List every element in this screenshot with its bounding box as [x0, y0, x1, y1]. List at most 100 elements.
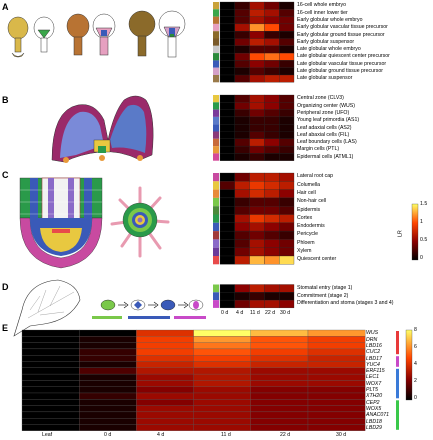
row-label: Epidermal cells (ATML1) — [297, 153, 354, 160]
heatmap-cell — [219, 131, 235, 139]
heatmap-cell — [307, 348, 366, 356]
heatmap-cell — [234, 299, 250, 309]
heatmap-cell — [136, 329, 194, 337]
heatmap-cell — [136, 336, 194, 343]
row-label: Late globular suspensor — [297, 75, 353, 82]
heatmap-cell — [250, 418, 309, 425]
heatmap-cell — [250, 329, 309, 337]
row-label: Young leaf primordia (AS1) — [297, 117, 360, 124]
heatmap-cell — [264, 206, 280, 215]
row-label: Early globular vascular tissue precursor — [297, 24, 388, 31]
heatmap-cell — [279, 197, 295, 207]
heatmap-cell — [136, 367, 194, 375]
embryo-inner-tier-icon — [33, 16, 55, 53]
heatmap-cell — [21, 411, 80, 419]
heatmap-cell — [21, 355, 80, 362]
heatmap-cell — [249, 116, 265, 125]
heatmap-cell — [79, 355, 137, 362]
heatmap-cell — [250, 380, 309, 387]
row-color-swatch — [213, 45, 219, 54]
heatmap-cell — [79, 392, 137, 400]
row-color-swatch — [213, 95, 219, 103]
gene-label: XTH20 — [366, 393, 383, 400]
heatmap-cell — [136, 399, 194, 406]
heatmap-cell — [279, 9, 295, 17]
heatmap-cell — [264, 284, 280, 293]
heatmap-cell — [264, 230, 280, 240]
gene-label: ERF115 — [366, 368, 385, 375]
row-color-swatch — [213, 239, 219, 248]
heatmap-cell — [234, 94, 250, 103]
row-color-swatch — [213, 284, 219, 293]
heatmap-cell — [264, 1, 280, 10]
row-label: Differentiation and stoma (stages 3 and … — [297, 300, 394, 307]
panel-label-e: E — [2, 323, 9, 333]
heatmap-cell — [307, 367, 366, 375]
row-label: Late globular vascular tissue precursor — [297, 60, 387, 67]
heatmap-cell — [234, 206, 250, 215]
heatmap-cell — [250, 336, 309, 343]
heatmap-cell — [279, 292, 295, 301]
gene-group-bar — [396, 368, 399, 399]
heatmap-cell — [249, 16, 265, 25]
heatmap-cell — [249, 23, 265, 32]
heatmap-cell — [21, 367, 80, 375]
heatmap-cell — [219, 239, 235, 248]
heatmap-cell — [264, 116, 280, 125]
heatmap-cell — [79, 411, 137, 419]
heatmap-cell — [264, 222, 280, 232]
row-color-swatch — [213, 231, 219, 240]
embryo-early-globular-icon — [66, 13, 90, 56]
heatmap-cell — [79, 348, 137, 356]
heatmap-cell — [250, 373, 309, 381]
heatmap-cell — [307, 380, 366, 387]
heatmap-cell — [250, 367, 309, 375]
heatmap-cell — [79, 361, 137, 368]
heatmap-cell — [219, 60, 235, 68]
heatmap-cell — [219, 214, 235, 223]
row-label: Leaf abaxial cells (FIL) — [297, 131, 350, 138]
heatmap-cell — [307, 399, 366, 406]
heatmap-cell — [264, 138, 280, 147]
row-color-swatch — [213, 189, 219, 198]
heatmap-cell — [279, 67, 295, 76]
heatmap-cell — [249, 74, 265, 83]
row-label: Late globular whole embryo — [297, 46, 361, 53]
heatmap-cell — [264, 214, 280, 223]
gene-label: LBD29 — [366, 424, 382, 431]
heatmap-cell — [79, 424, 137, 431]
row-label: Central zone (CLV3) — [297, 95, 344, 102]
heatmap-cell — [219, 124, 235, 132]
gene-label: LBD16 — [366, 342, 382, 349]
heatmap-cell — [264, 247, 280, 257]
heatmap-cell — [249, 284, 265, 293]
heatmap-cell — [264, 299, 280, 309]
heatmap-cell — [136, 348, 194, 356]
panel-label-c: C — [2, 170, 9, 180]
heatmap-cell — [250, 355, 309, 362]
heatmap-cell — [79, 336, 137, 343]
heatmap-cell — [219, 181, 235, 190]
heatmap-cell — [249, 255, 265, 265]
row-color-swatch — [213, 16, 219, 24]
embryo-16-cell-icon — [7, 16, 29, 58]
heatmap-cell — [219, 172, 235, 182]
heatmap-cell — [193, 342, 251, 350]
heatmap-cell — [307, 411, 366, 419]
colorbar-tick: 1.5 — [420, 201, 428, 207]
heatmap-cell — [264, 23, 280, 32]
row-color-swatch — [213, 23, 219, 32]
condition-label: 11 d — [221, 432, 231, 438]
heatmap-cell — [234, 222, 250, 232]
heatmap-cell — [264, 197, 280, 207]
heatmap-cell — [264, 74, 280, 83]
condition-label: 0 d — [104, 432, 112, 438]
heatmap-cell — [249, 45, 265, 54]
heatmap-cell — [234, 138, 250, 147]
heatmap-cell — [249, 60, 265, 68]
heatmap-cell — [279, 206, 295, 215]
heatmap-cell — [279, 222, 295, 232]
heatmap-cell — [219, 153, 235, 161]
gene-group-bar — [396, 356, 399, 367]
